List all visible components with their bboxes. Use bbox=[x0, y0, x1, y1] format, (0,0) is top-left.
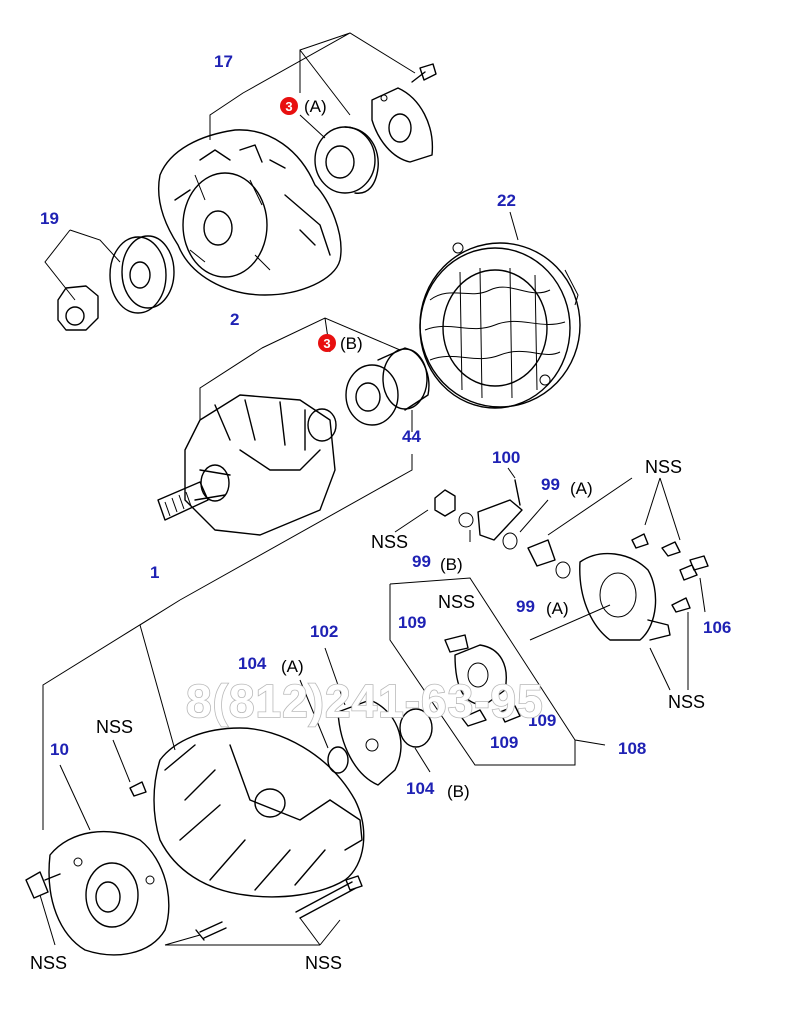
label-99-a: 99 bbox=[541, 475, 560, 494]
screws-106 bbox=[631, 533, 709, 613]
pulley bbox=[109, 235, 175, 314]
retainer-plate bbox=[371, 87, 434, 163]
label-109-c: 109 bbox=[490, 733, 518, 752]
label-44: 44 bbox=[402, 427, 421, 446]
label-22: 22 bbox=[497, 191, 516, 210]
label-106: 106 bbox=[703, 618, 731, 637]
label-100: 100 bbox=[492, 448, 520, 467]
label-104-b: 104 bbox=[406, 779, 435, 798]
front-plate-10 bbox=[48, 830, 170, 956]
rotor bbox=[157, 394, 337, 536]
label-17: 17 bbox=[214, 52, 233, 71]
badge-3-a: 3 bbox=[280, 97, 298, 115]
nss-left-terminal: NSS bbox=[371, 532, 408, 552]
front-housing bbox=[153, 727, 365, 898]
sub-a-99: (A) bbox=[570, 479, 593, 498]
bearing-a bbox=[314, 126, 379, 194]
brush-holder bbox=[444, 634, 521, 727]
spacer-44 bbox=[377, 347, 430, 411]
badge-3-b: 3 bbox=[318, 334, 336, 352]
label-10: 10 bbox=[50, 740, 69, 759]
label-99-c: 99 bbox=[516, 597, 535, 616]
label-2: 2 bbox=[230, 310, 239, 329]
sub-a-104: (A) bbox=[281, 657, 304, 676]
terminal-parts bbox=[434, 479, 571, 579]
rear-housing bbox=[158, 129, 342, 296]
sub-a-99-c: (A) bbox=[546, 599, 569, 618]
stator bbox=[419, 242, 581, 409]
label-108: 108 bbox=[618, 739, 646, 758]
bolts bbox=[25, 781, 363, 941]
label-19: 19 bbox=[40, 209, 59, 228]
sub-a-17: (A) bbox=[304, 97, 327, 116]
sub-b-104: (B) bbox=[447, 782, 470, 801]
nss-bottom-left: NSS bbox=[30, 953, 67, 973]
svg-text:3: 3 bbox=[323, 336, 330, 351]
nss-top-right: NSS bbox=[645, 457, 682, 477]
sub-b-2: (B) bbox=[340, 334, 363, 353]
gasket-102 bbox=[337, 699, 402, 786]
label-99-b: 99 bbox=[412, 552, 431, 571]
sub-b-99: (B) bbox=[440, 555, 463, 574]
label-1: 1 bbox=[150, 563, 159, 582]
label-109-a: 109 bbox=[398, 613, 426, 632]
screw-top bbox=[411, 63, 437, 83]
label-109-b: 109 bbox=[528, 711, 556, 730]
label-104-a: 104 bbox=[238, 654, 267, 673]
svg-text:3: 3 bbox=[285, 99, 292, 114]
nut bbox=[57, 285, 99, 331]
nss-bottom: NSS bbox=[305, 953, 342, 973]
phone-watermark: 8(812)241-63-95 bbox=[186, 675, 544, 727]
regulator-cover bbox=[579, 552, 671, 641]
bearing-b bbox=[345, 364, 399, 426]
o-rings-104 bbox=[327, 708, 433, 774]
nss-brush: NSS bbox=[438, 592, 475, 612]
nss-left: NSS bbox=[96, 717, 133, 737]
nss-right: NSS bbox=[668, 692, 705, 712]
leader-lines bbox=[39, 32, 706, 946]
label-102: 102 bbox=[310, 622, 338, 641]
